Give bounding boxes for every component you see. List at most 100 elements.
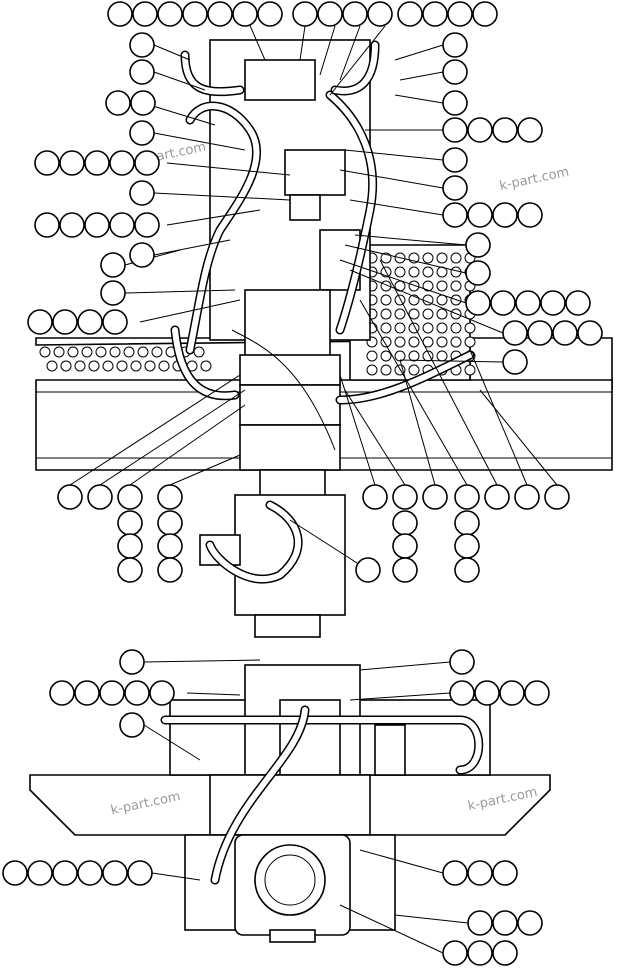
callout-balloon-64 [57, 484, 83, 510]
leader-line-40 [143, 724, 201, 761]
callout-balloon-82 [454, 533, 480, 559]
callout-balloon-106 [442, 860, 468, 886]
callout-balloon-66 [117, 484, 143, 510]
callout-balloon-76 [157, 510, 183, 536]
callout-balloon-77 [392, 510, 418, 536]
callout-balloon-92 [99, 680, 125, 706]
callout-balloon-55 [27, 309, 53, 335]
leader-line-14 [394, 94, 444, 104]
callout-balloon-62 [577, 320, 603, 346]
callout-balloon-42 [467, 202, 493, 228]
leader-line-43 [394, 914, 469, 924]
leader-line-8 [153, 239, 231, 256]
leader-line-27 [169, 454, 241, 486]
callout-balloon-69 [392, 484, 418, 510]
callout-balloon-3 [157, 1, 183, 27]
leader-line-12 [394, 44, 444, 61]
callout-balloon-10 [342, 1, 368, 27]
callout-balloon-32 [134, 150, 160, 176]
callout-balloon-99 [119, 712, 145, 738]
callout-balloon-67 [157, 484, 183, 510]
callout-balloons [2, 1, 603, 966]
callout-balloon-54 [565, 290, 591, 316]
leader-line-10 [124, 289, 236, 294]
callout-balloon-4 [182, 1, 208, 27]
leader-line-32 [379, 259, 498, 486]
leader-line-1 [153, 44, 191, 61]
callout-balloon-107 [467, 860, 493, 886]
callout-balloon-68 [362, 484, 388, 510]
callout-balloon-23 [129, 120, 155, 146]
callout-balloon-37 [59, 212, 85, 238]
clamp-band-3 [239, 424, 341, 471]
leader-line-35 [289, 519, 369, 571]
callout-balloon-28 [34, 150, 60, 176]
callout-balloon-24 [442, 117, 468, 143]
callout-balloon-61 [552, 320, 578, 346]
callout-balloon-98 [524, 680, 550, 706]
callout-balloon-35 [442, 175, 468, 201]
callout-balloon-78 [454, 510, 480, 536]
callout-balloon-40 [134, 212, 160, 238]
leader-line-11 [139, 299, 241, 323]
callout-balloon-112 [442, 940, 468, 966]
leader-line-17 [339, 169, 444, 189]
callout-balloon-86 [392, 557, 418, 583]
callout-balloon-18 [129, 59, 155, 85]
leader-line-34 [479, 389, 558, 486]
leader-line-25 [99, 389, 246, 486]
callout-balloon-50 [465, 290, 491, 316]
callout-balloon-75 [117, 510, 143, 536]
callout-balloon-80 [157, 533, 183, 559]
callout-balloon-47 [100, 252, 126, 278]
callout-balloon-5 [207, 1, 233, 27]
callout-balloon-83 [117, 557, 143, 583]
callout-balloon-101 [27, 860, 53, 886]
callout-balloon-104 [102, 860, 128, 886]
leader-line-4 [153, 132, 246, 151]
leader-line-19 [354, 234, 467, 246]
leader-line-7 [166, 209, 261, 226]
callout-balloon-36 [34, 212, 60, 238]
callout-balloon-79 [117, 533, 143, 559]
callout-balloon-94 [149, 680, 175, 706]
leader-line-30 [399, 359, 436, 486]
callout-balloon-14 [447, 1, 473, 27]
side-fitting [374, 724, 406, 776]
callout-balloon-108 [492, 860, 518, 886]
callout-balloon-93 [124, 680, 150, 706]
leader-line-2 [153, 71, 206, 91]
valve-body [284, 149, 346, 196]
callout-balloon-11 [367, 1, 393, 27]
callout-balloon-38 [84, 212, 110, 238]
callout-balloon-109 [467, 910, 493, 936]
callout-balloon-56 [52, 309, 78, 335]
callout-balloon-95 [449, 680, 475, 706]
leader-line-28 [339, 374, 376, 486]
callout-balloon-29 [59, 150, 85, 176]
callout-balloon-46 [465, 232, 491, 258]
leader-line-22 [349, 269, 504, 334]
callout-balloon-65 [87, 484, 113, 510]
callout-balloon-8 [292, 1, 318, 27]
callout-balloon-110 [492, 910, 518, 936]
leader-line-41 [151, 872, 201, 881]
leader-line-48 [339, 25, 361, 81]
clamp-band-2 [239, 384, 341, 426]
leader-line-23 [399, 359, 504, 363]
callout-balloon-15 [472, 1, 498, 27]
callout-balloon-89 [449, 649, 475, 675]
callout-balloon-63 [502, 349, 528, 375]
valve-core [279, 699, 341, 776]
callout-balloon-25 [467, 117, 493, 143]
callout-balloon-19 [442, 59, 468, 85]
leader-line-42 [359, 849, 444, 874]
callout-balloon-105 [127, 860, 153, 886]
lower-assembly [29, 664, 551, 943]
leader-line-44 [339, 904, 444, 954]
leader-line-47 [319, 25, 336, 76]
callout-balloon-111 [517, 910, 543, 936]
leader-line-29 [344, 389, 406, 486]
callout-balloon-39 [109, 212, 135, 238]
callout-balloon-58 [102, 309, 128, 335]
